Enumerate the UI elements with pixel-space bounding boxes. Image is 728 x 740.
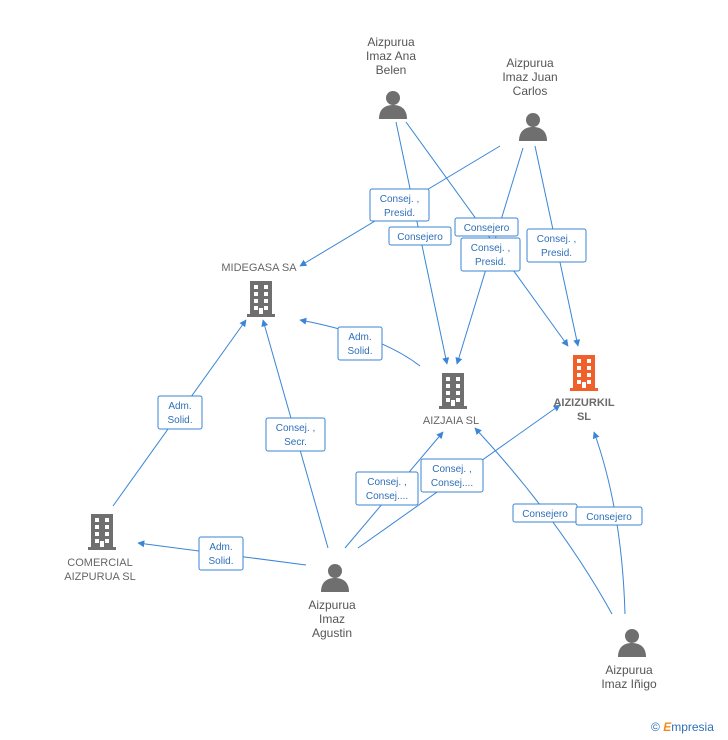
person-name: Imaz Ana (366, 49, 416, 63)
person-name: Imaz Juan (502, 70, 557, 84)
relation-text: Solid. (208, 556, 233, 567)
relation-text: Consej. , (537, 234, 576, 245)
person-name: Aizpurua (308, 598, 356, 612)
relation-text: Adm. (348, 332, 371, 343)
relation-text: Adm. (209, 542, 232, 553)
edges (112, 121, 626, 615)
person-name: Imaz (319, 612, 345, 626)
company-name: COMERCIAL (67, 557, 132, 569)
person-node-juan[interactable]: Aizpurua Imaz Juan Carlos (502, 56, 558, 141)
relation-text: Consejero (397, 232, 443, 243)
relation-text: Consejero (586, 512, 632, 523)
person-name: Carlos (513, 84, 548, 98)
building-icon (439, 373, 467, 409)
relation-label[interactable]: Consej. , Consej.... (420, 458, 484, 493)
person-name: Belen (376, 63, 407, 77)
relation-text: Adm. (168, 401, 191, 412)
relation-text: Consej. , (471, 243, 510, 254)
relation-text: Consej. , (380, 194, 419, 205)
relation-text: Consej.... (366, 491, 408, 502)
relation-text: Consejero (522, 509, 568, 520)
relation-label[interactable]: Consej. , Presid. (460, 237, 521, 272)
person-name: Imaz Iñigo (601, 677, 657, 691)
company-node-midegasa[interactable]: MIDEGASA SA (221, 262, 297, 317)
brand-initial: E (663, 720, 672, 734)
person-name: Aizpurua (506, 56, 554, 70)
person-node-agustin[interactable]: Aizpurua Imaz Agustin (308, 564, 356, 640)
relation-text: Consej. , (432, 464, 471, 475)
person-icon (321, 564, 349, 592)
person-name: Aizpurua (367, 35, 415, 49)
relation-label[interactable]: Consej. , Secr. (265, 417, 326, 452)
company-name: SL (577, 411, 591, 423)
relation-text: Presid. (475, 257, 506, 268)
company-node-comercial[interactable]: COMERCIAL AIZPURUA SL (64, 514, 136, 583)
person-icon (379, 91, 407, 119)
relation-label[interactable]: Consej. , Consej.... (355, 471, 419, 506)
relation-label[interactable]: Consejero (388, 226, 452, 246)
relation-label[interactable]: Consejero (575, 506, 643, 526)
relation-text: Secr. (284, 437, 307, 448)
relation-label[interactable]: Consej. , Presid. (369, 188, 430, 222)
copyright-icon: © (651, 720, 660, 734)
relation-text: Consej. , (276, 423, 315, 434)
company-name: AIZIZURKIL (553, 397, 614, 409)
company-name: AIZPURUA SL (64, 571, 136, 583)
relation-text: Solid. (167, 415, 192, 426)
relation-text: Solid. (347, 346, 372, 357)
relation-label[interactable]: Consejero (454, 217, 519, 237)
building-icon (570, 355, 598, 391)
relation-text: Presid. (541, 248, 572, 259)
building-icon (247, 281, 275, 317)
person-name: Aizpurua (605, 663, 653, 677)
relation-label[interactable]: Adm. Solid. (337, 326, 383, 361)
person-node-ana[interactable]: Aizpurua Imaz Ana Belen (366, 35, 416, 119)
relation-label[interactable]: Consejero (512, 503, 578, 523)
company-node-aizjaia[interactable]: AIZJAIA SL (423, 373, 479, 427)
relation-text: Consej. , (367, 477, 406, 488)
relation-text: Presid. (384, 208, 415, 219)
company-name: AIZJAIA SL (423, 415, 479, 427)
person-icon (519, 113, 547, 141)
company-name: MIDEGASA SA (221, 262, 297, 274)
relation-label[interactable]: Consej. , Presid. (526, 228, 587, 263)
brand-logo: © Empresia (651, 720, 714, 734)
relation-label[interactable]: Adm. Solid. (157, 395, 203, 430)
relation-label[interactable]: Adm. Solid. (198, 536, 244, 571)
relation-text: Consejero (464, 223, 510, 234)
relation-text: Consej.... (431, 478, 473, 489)
company-node-aizizurkil[interactable]: AIZIZURKIL SL (553, 355, 615, 423)
relation-labels: Consej. , Presid. Consejero Consejero Co… (157, 188, 643, 571)
building-icon (88, 514, 116, 550)
person-node-inigo[interactable]: Aizpurua Imaz Iñigo (601, 629, 657, 691)
person-icon (618, 629, 646, 657)
brand-name: mpresia (671, 720, 714, 734)
person-name: Agustin (312, 626, 352, 640)
